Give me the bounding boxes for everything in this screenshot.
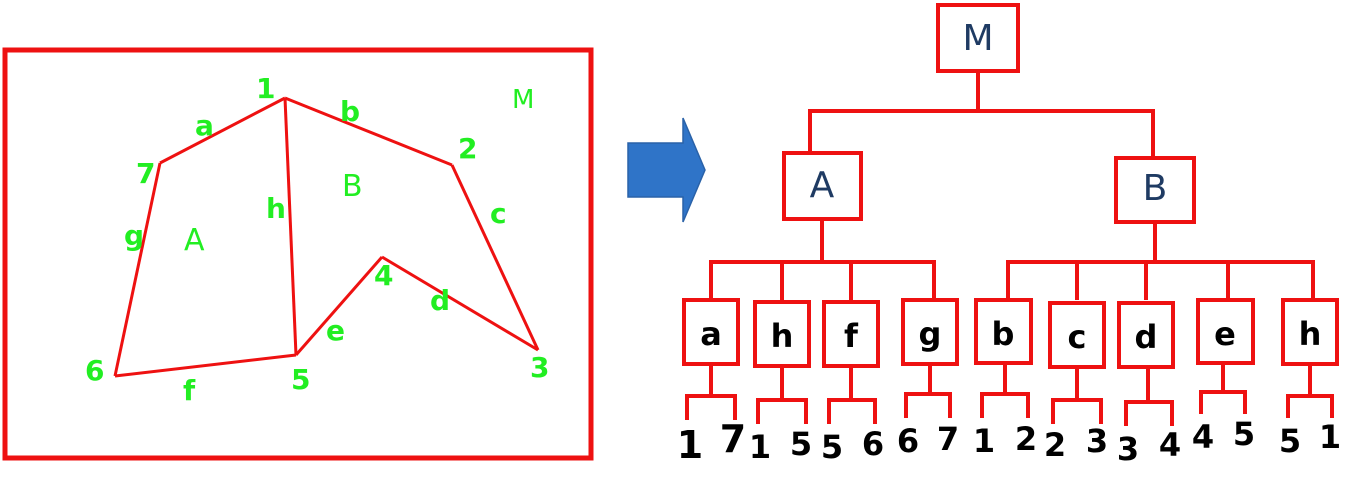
endpoint-label: 5 bbox=[790, 425, 812, 463]
svg-text:e: e bbox=[1214, 315, 1236, 353]
vertex-label: 3 bbox=[530, 351, 549, 384]
vertex-label: 4 bbox=[374, 259, 393, 292]
tree-node-root bbox=[936, 3, 1020, 73]
endpoint-label: 6 bbox=[897, 422, 919, 460]
vertex-label: 2 bbox=[458, 132, 477, 165]
edge-e bbox=[294, 256, 384, 356]
map-frame bbox=[2, 47, 594, 461]
endpoint-label: 4 bbox=[1159, 426, 1181, 464]
polygon-map-panel: 1 2 3 4 5 6 7 a b c d e f g h A B M bbox=[2, 47, 594, 461]
edge-label: h bbox=[266, 192, 286, 225]
leaf-edge-g: g 6 7 bbox=[897, 298, 959, 460]
tree-node-b bbox=[1114, 156, 1196, 224]
region-label-m: M bbox=[512, 85, 534, 115]
tree-node-label: A bbox=[810, 165, 835, 206]
edge-label: d bbox=[430, 284, 450, 317]
edge-label: b bbox=[340, 95, 360, 128]
endpoint-label: 5 bbox=[821, 428, 843, 466]
endpoint-label: 2 bbox=[1015, 420, 1037, 458]
leaf-edge-b: b 1 2 bbox=[973, 298, 1037, 460]
svg-text:c: c bbox=[1068, 318, 1087, 356]
svg-text:a: a bbox=[700, 315, 722, 353]
polygon-edges bbox=[113, 96, 540, 378]
svg-text:f: f bbox=[844, 317, 859, 355]
tree-node-root-label: M bbox=[962, 18, 993, 59]
edge-b bbox=[284, 96, 453, 167]
leaf-edge-e: e 4 5 bbox=[1192, 298, 1255, 456]
vertex-label: 6 bbox=[85, 354, 104, 387]
edge-label: e bbox=[326, 314, 345, 347]
svg-text:h: h bbox=[1299, 315, 1322, 353]
endpoint-label: 7 bbox=[720, 417, 746, 461]
tree-panel: M A B a 1 7 h 1 5 f bbox=[677, 3, 1341, 468]
vertex-label: 7 bbox=[136, 157, 155, 190]
endpoint-label: 1 bbox=[973, 422, 995, 460]
endpoint-label: 3 bbox=[1086, 422, 1108, 460]
endpoint-label: 6 bbox=[862, 425, 884, 463]
leaf-edge-c: c 2 3 bbox=[1044, 301, 1108, 464]
endpoint-label: 7 bbox=[937, 420, 959, 458]
edge-label: g bbox=[124, 219, 144, 252]
leaf-edge-h-b: h 5 1 bbox=[1279, 298, 1341, 460]
vertex-label: 5 bbox=[291, 363, 310, 396]
endpoint-label: 2 bbox=[1044, 426, 1066, 464]
tree-node-label: B bbox=[1143, 168, 1168, 209]
edge-c bbox=[450, 164, 540, 351]
svg-text:d: d bbox=[1135, 318, 1158, 356]
region-label-a: A bbox=[184, 223, 205, 258]
tree-connectors bbox=[709, 71, 1315, 300]
endpoint-label: 5 bbox=[1279, 422, 1301, 460]
svg-text:g: g bbox=[919, 315, 942, 353]
svg-text:b: b bbox=[992, 315, 1015, 353]
endpoint-label: 4 bbox=[1192, 418, 1214, 456]
edge-label: a bbox=[195, 109, 214, 142]
edge-a bbox=[159, 96, 286, 165]
edge-f bbox=[114, 353, 297, 378]
leaf-edge-h: h 1 5 bbox=[749, 300, 812, 466]
region-label-b: B bbox=[342, 169, 363, 204]
svg-text:h: h bbox=[771, 317, 794, 355]
leaf-edge-f: f 5 6 bbox=[821, 300, 884, 466]
endpoint-label: 5 bbox=[1233, 415, 1255, 453]
tree-node-a bbox=[782, 151, 863, 221]
endpoint-label: 1 bbox=[749, 428, 771, 466]
endpoint-label: 1 bbox=[1319, 418, 1341, 456]
endpoint-label: 3 bbox=[1117, 430, 1139, 468]
edge-g bbox=[113, 162, 162, 377]
endpoint-label: 1 bbox=[677, 423, 703, 467]
edge-label: c bbox=[490, 197, 507, 230]
vertex-label: 1 bbox=[256, 72, 275, 105]
edge-label: f bbox=[183, 374, 196, 407]
leaf-edge-d: d 3 4 bbox=[1117, 301, 1181, 468]
edge-h bbox=[283, 97, 298, 356]
leaf-edge-a: a 1 7 bbox=[677, 298, 746, 467]
right-arrow-icon bbox=[627, 117, 706, 223]
edge-d bbox=[381, 255, 539, 352]
